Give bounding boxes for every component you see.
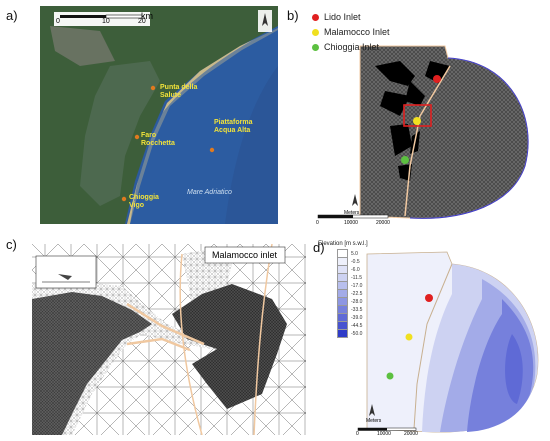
model-domain-mesh [317, 45, 529, 219]
scale-tick-0-d: 0 [356, 431, 359, 437]
malamocco-dot-icon [312, 28, 319, 36]
panel-label-c: c) [6, 237, 17, 252]
scale-tick-20: 20 [138, 18, 146, 25]
label-mare-adriatico: Mare Adriatico [187, 189, 232, 196]
elevation-legend-label: -0.5 [351, 258, 360, 265]
legend-b-label: Chioggia Inlet [324, 42, 380, 52]
elevation-legend-label: 5.0 [351, 250, 358, 257]
elevation-legend-label: -39.0 [351, 314, 363, 321]
panel-label-b: b) [287, 8, 299, 23]
chioggia-dot-icon [312, 43, 319, 51]
elevation-legend-label: -6.0 [351, 266, 360, 273]
label-chioggia-vigo: Chioggia Vigo [129, 194, 159, 209]
scale-tick-10000-b: 10000 [344, 220, 358, 226]
legend-b-chioggia: Chioggia Inlet [312, 42, 379, 52]
scale-unit-km: km [141, 11, 153, 21]
lido-dot-icon [312, 13, 319, 21]
scale-unit-meters-b: Meters [344, 210, 360, 216]
elevation-legend-label: -11.5 [351, 274, 363, 281]
malamocco-mesh-detail [32, 244, 306, 435]
scale-tick-20000-d: 20000 [404, 431, 418, 437]
elevation-map [357, 251, 539, 433]
label-piattaforma-acqua-alta: Piattaforma Acqua Alta [214, 119, 253, 134]
label-faro-rocchetta: Faro Rocchetta [141, 132, 175, 147]
scale-tick-0-b: 0 [316, 220, 319, 226]
panel-label-a: a) [6, 8, 18, 23]
label-punta-della-salute: Punta della Salute [160, 84, 198, 99]
scale-tick-0: 0 [56, 18, 60, 25]
satellite-map [40, 6, 278, 224]
elevation-legend-label: -50.0 [351, 330, 363, 337]
elevation-legend-title: Elevation [m s.w.l.] [318, 241, 368, 247]
elevation-legend-label: -44.5 [351, 322, 363, 329]
inset-title-malamocco: Malamocco inlet [212, 250, 278, 260]
elevation-legend-label: -28.0 [351, 298, 363, 305]
legend-b-lido: Lido Inlet [312, 12, 361, 22]
scale-unit-meters-d: Meters [366, 418, 382, 424]
scale-tick-10: 10 [102, 18, 110, 25]
scale-tick-10000-d: 10000 [377, 431, 391, 437]
elevation-legend-label: -22.5 [351, 290, 363, 297]
legend-b-label: Lido Inlet [324, 12, 361, 22]
elevation-legend-label: -33.5 [351, 306, 363, 313]
elevation-legend-item: -50.0 [337, 329, 362, 338]
legend-b-label: Malamocco Inlet [324, 27, 390, 37]
scale-tick-20000-b: 20000 [376, 220, 390, 226]
panel-label-d: d) [313, 240, 325, 255]
legend-b-malamocco: Malamocco Inlet [312, 27, 390, 37]
elevation-legend-label: -17.0 [351, 282, 363, 289]
